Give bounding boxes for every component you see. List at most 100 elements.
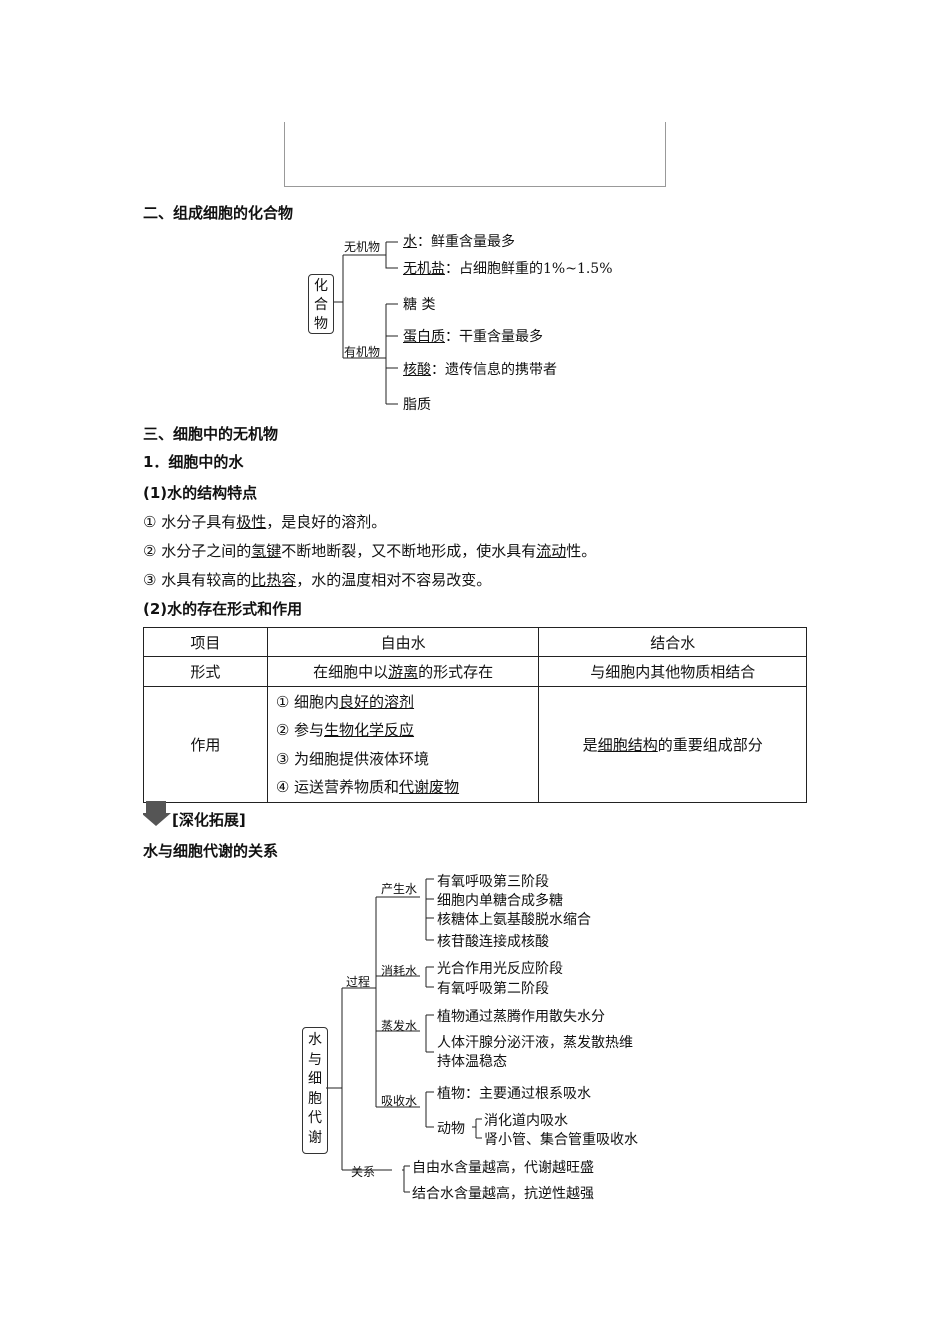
- item-text: ，是良好的溶剂。: [266, 513, 387, 531]
- item-text: ③ 水具有较高的: [143, 571, 252, 589]
- evaporate-item: 持体温稳态: [437, 1054, 507, 1070]
- role-item: ① 细胞内良好的溶剂: [276, 688, 539, 717]
- produce-item: 核糖体上氨基酸脱水缩合: [437, 912, 591, 928]
- item-text: 不断地断裂，又不断地形成，使水具有: [281, 542, 537, 560]
- produce-item: 有氧呼吸第三阶段: [437, 874, 549, 890]
- absorb-animal: 动物: [437, 1121, 465, 1137]
- metabolism-root-char: 胞: [308, 1090, 322, 1107]
- top-box-frame: [284, 122, 666, 187]
- table-cell: 是细胞结构的重要组成部分: [538, 686, 807, 803]
- table-header-row: 项目 自由水 结合水: [143, 627, 807, 657]
- cell-term: 良好的溶剂: [339, 692, 415, 711]
- subheading-forms: (2)水的存在形式和作用: [143, 600, 303, 618]
- cell-term: 代谢废物: [399, 778, 460, 796]
- evaporate-item: 植物通过蒸腾作用散失水分: [437, 1009, 605, 1025]
- table-row: 形式 在细胞中以游离的形式存在 与细胞内其他物质相结合: [143, 656, 807, 687]
- metabolism-root-char: 水: [308, 1032, 322, 1048]
- cell-text: ① 细胞内: [275, 692, 340, 711]
- inorganic-label: 无机物: [344, 240, 381, 254]
- nucleic-term: 核酸: [403, 362, 431, 378]
- protein-desc: ：干重含量最多: [445, 329, 543, 345]
- table-row: 作用 ① 细胞内良好的溶剂 ② 参与生物化学反应 ③ 为细胞提供液体环境 ④ 运…: [143, 686, 807, 803]
- table-header-cell: 项目: [143, 627, 268, 657]
- consume-item: 有氧呼吸第二阶段: [437, 981, 549, 997]
- absorb-animal-item: 肾小管、集合管重吸收水: [484, 1132, 638, 1148]
- compound-root-char: 物: [314, 316, 328, 332]
- evaporate-label: 蒸发水: [381, 1019, 418, 1033]
- relation-item: 自由水含量越高，代谢越旺盛: [412, 1160, 594, 1176]
- item-term: 氢键: [251, 542, 282, 560]
- structure-item-1: ① 水分子具有极性，是良好的溶剂。: [143, 511, 386, 532]
- table-cell: 在细胞中以游离的形式存在: [266, 656, 540, 687]
- protein-term: 蛋白质: [403, 329, 445, 345]
- table-row-label: 作用: [143, 686, 268, 803]
- item-text: 性。: [566, 542, 597, 560]
- item-text: ① 水分子具有: [143, 513, 237, 531]
- cell-text: 在细胞中以: [313, 663, 389, 681]
- expand-title: 水与细胞代谢的关系: [143, 842, 279, 860]
- consume-item: 光合作用光反应阶段: [437, 961, 563, 977]
- expand-label: [深化拓展]: [172, 811, 246, 829]
- nucleic-node: 核酸：遗传信息的携带者: [403, 359, 557, 379]
- relation-item: 结合水含量越高，抗逆性越强: [412, 1186, 594, 1202]
- water-forms-table: 项目 自由水 结合水 形式 在细胞中以游离的形式存在 与细胞内其他物质相结合 作…: [143, 627, 807, 803]
- metabolism-root-char: 代: [308, 1110, 322, 1126]
- metabolism-root-char: 与: [308, 1051, 322, 1068]
- subheading-structure: (1)水的结构特点: [143, 484, 258, 502]
- cell-term: 游离: [388, 663, 419, 681]
- salt-node: 无机盐：占细胞鲜重的1%~1.5%: [403, 258, 613, 278]
- arrow-down-icon: [143, 801, 171, 826]
- role-item: ② 参与生物化学反应: [276, 716, 539, 745]
- water-node: 水：鲜重含量最多: [403, 231, 515, 251]
- role-item: ④ 运送营养物质和代谢废物: [276, 773, 539, 802]
- compound-root-box: 化 合 物: [308, 274, 334, 334]
- item-text: ，水的温度相对不容易改变。: [296, 571, 492, 589]
- item-term: 极性: [236, 513, 267, 531]
- nucleic-desc: ：遗传信息的携带者: [431, 362, 557, 378]
- item-term: 流动: [536, 542, 567, 560]
- process-label: 过程: [346, 975, 371, 989]
- table-cell: 与细胞内其他物质相结合: [538, 656, 807, 687]
- salt-desc: ：占细胞鲜重的1%~1.5%: [445, 261, 613, 277]
- metabolism-root-char: 谢: [308, 1129, 322, 1146]
- cell-text: 是: [582, 736, 598, 754]
- produce-item: 细胞内单糖合成多糖: [437, 893, 563, 909]
- produce-item: 核苷酸连接成核酸: [437, 934, 549, 950]
- protein-node: 蛋白质：干重含量最多: [403, 326, 543, 346]
- item-text: ② 水分子之间的: [143, 542, 252, 560]
- table-header-cell: 自由水: [266, 627, 540, 657]
- table-cell: ① 细胞内良好的溶剂 ② 参与生物化学反应 ③ 为细胞提供液体环境 ④ 运送营养…: [266, 686, 540, 803]
- organic-label: 有机物: [344, 345, 381, 359]
- water-term: 水: [403, 234, 417, 250]
- compound-diagram-lines: [334, 241, 398, 405]
- salt-term: 无机盐: [403, 261, 445, 277]
- relation-label: 关系: [351, 1165, 376, 1179]
- compound-root-char: 合: [314, 297, 328, 313]
- water-desc: ：鲜重含量最多: [417, 234, 515, 250]
- cell-term: 生物化学反应: [324, 721, 415, 739]
- cell-term: 细胞结构: [597, 736, 658, 754]
- absorb-plant: 植物：主要通过根系吸水: [437, 1086, 591, 1102]
- subheading-water: 1．细胞中的水: [143, 453, 244, 471]
- cell-text: ② 参与: [275, 721, 325, 739]
- sugar-node: 糖 类: [403, 297, 436, 313]
- lipid-node: 脂质: [403, 397, 431, 413]
- produce-label: 产生水: [381, 882, 418, 896]
- section-heading-compounds: 二、组成细胞的化合物: [143, 204, 294, 222]
- role-item: ③ 为细胞提供液体环境: [275, 749, 430, 768]
- cell-text: 的重要组成部分: [657, 736, 763, 754]
- evaporate-item: 人体汗腺分泌汗液，蒸发散热维: [437, 1035, 633, 1051]
- metabolism-root-char: 细: [308, 1071, 322, 1087]
- cell-text: ④ 运送营养物质和: [275, 778, 400, 796]
- metabolism-root-box: 水 与 细 胞 代 谢: [302, 1027, 328, 1154]
- structure-item-3: ③ 水具有较高的比热容，水的温度相对不容易改变。: [143, 569, 491, 590]
- absorb-animal-item: 消化道内吸水: [484, 1113, 568, 1129]
- structure-item-2: ② 水分子之间的氢键不断地断裂，又不断地形成，使水具有流动性。: [143, 540, 596, 561]
- consume-label: 消耗水: [381, 964, 418, 978]
- compound-root-char: 化: [314, 278, 328, 294]
- cell-text: 的形式存在: [418, 663, 494, 681]
- absorb-label: 吸收水: [381, 1094, 418, 1108]
- item-term: 比热容: [251, 571, 297, 589]
- section-heading-inorganic: 三、细胞中的无机物: [143, 425, 279, 443]
